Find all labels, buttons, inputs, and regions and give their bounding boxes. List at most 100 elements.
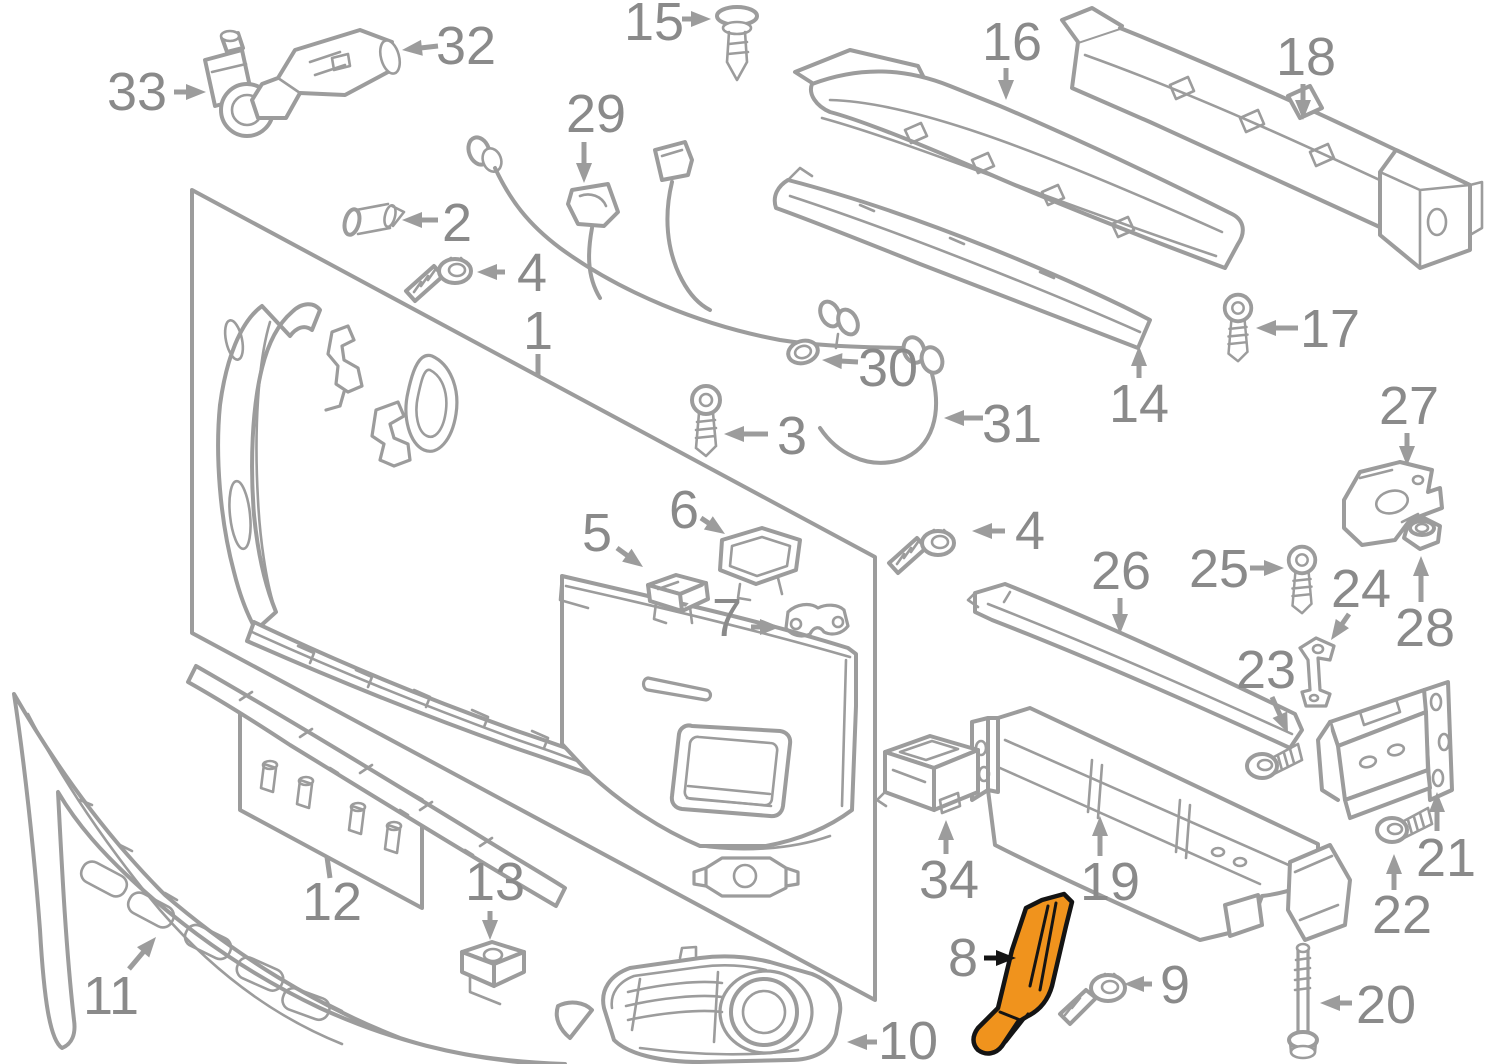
part-drawing-8-highlighted [971,891,1075,1056]
arrow-head-11 [136,937,156,958]
arrow-head-24 [1331,619,1349,640]
part-label-6: 6 [669,480,699,540]
part-label-15: 15 [624,0,684,52]
arrow-head-19 [1092,816,1108,836]
arrow-head-22 [1386,854,1402,874]
arrow-head-21 [1429,792,1445,812]
part-drawing-33 [203,29,275,138]
part-label-27: 27 [1379,376,1439,436]
arrow-head-3 [724,426,744,442]
part-label-28: 28 [1395,598,1455,658]
arrow-head-13 [482,920,498,940]
arrow-line-12 [324,856,333,879]
arrow-head-33 [186,84,206,100]
arrow-head-14 [1131,346,1147,366]
part-label-19: 19 [1080,852,1140,912]
part-label-17: 17 [1300,299,1360,359]
arrow-head-4b [972,523,992,539]
part-drawing-13 [460,940,526,1006]
part-label-3: 3 [777,406,807,466]
part-drawing-1-frame [190,188,877,1002]
part-drawing-4b [887,528,956,575]
part-label-30: 30 [858,338,918,398]
part-label-20: 20 [1356,975,1416,1035]
part-drawing-26 [966,582,1304,750]
part-drawing-1-bumper-cover [216,302,858,898]
part-label-13: 13 [465,852,525,912]
part-label-1: 1 [523,301,553,361]
part-drawing-25 [1286,544,1318,616]
arrow-head-27 [1399,446,1415,466]
part-drawing-23 [1245,742,1304,780]
part-label-8: 8 [948,928,978,988]
part-label-7: 7 [712,588,742,648]
part-drawing-20 [1287,942,1319,1060]
part-drawing-9 [1058,972,1127,1026]
part-drawing-16 [793,48,1245,270]
part-label-31: 31 [982,394,1042,454]
part-label-4b: 4 [1015,501,1045,561]
part-label-34: 34 [919,850,979,910]
arrow-head-2 [402,212,422,228]
arrow-head-28 [1413,556,1429,576]
arrow-head-34 [938,820,954,840]
arrow-head-15 [691,11,711,27]
part-drawing-32 [250,28,402,120]
part-label-33: 33 [107,62,167,122]
part-drawing-5 [646,573,710,625]
arrow-head-16 [998,80,1014,100]
part-drawing-27 [1342,460,1444,547]
part-label-22: 22 [1372,885,1432,945]
part-label-26: 26 [1091,541,1151,601]
part-label-29: 29 [566,84,626,144]
part-label-23: 23 [1236,640,1296,700]
arrow-head-17 [1256,320,1276,336]
arrow-head-10 [847,1034,867,1050]
part-drawing-4a [404,256,473,303]
part-label-32: 32 [436,16,496,76]
part-label-24: 24 [1331,559,1391,619]
arrow-head-18 [1295,100,1311,120]
part-label-18: 18 [1276,27,1336,87]
arrow-head-23 [1272,711,1288,733]
part-drawing-14 [772,166,1152,350]
part-label-14: 14 [1109,374,1169,434]
arrow-head-9 [1124,976,1144,992]
part-drawing-17 [1222,292,1254,364]
arrow-head-20 [1320,995,1340,1011]
part-drawing-6 [718,526,802,602]
arrow-head-30 [822,353,843,370]
arrow-head-31 [944,410,964,426]
arrow-head-8 [996,950,1016,966]
part-drawing-7 [784,602,850,638]
part-label-11: 11 [83,966,139,1026]
part-label-21: 21 [1416,828,1476,888]
part-drawing-34 [875,734,980,815]
arrow-head-25 [1264,560,1284,576]
part-label-10: 10 [878,1011,938,1064]
arrow-head-4a [477,264,497,280]
part-label-5: 5 [582,503,612,563]
part-drawing-24 [1298,636,1336,708]
part-label-12: 12 [302,872,362,932]
part-label-16: 16 [982,12,1042,72]
arrow-head-26 [1112,614,1128,634]
arrow-head-7 [760,619,780,635]
part-drawing-3 [690,384,722,458]
arrow-head-5 [622,548,643,567]
part-label-9: 9 [1160,955,1190,1015]
part-drawing-10 [554,945,843,1064]
part-drawing-11 [12,664,567,1064]
part-label-4a: 4 [517,243,547,303]
part-label-25: 25 [1189,539,1249,599]
part-drawing-18 [1060,6,1484,270]
part-drawing-2 [342,202,406,237]
part-label-2: 2 [442,193,472,253]
part-drawing-22 [1316,680,1454,820]
arrow-head-6 [703,516,725,534]
part-drawing-29-harness [466,135,945,465]
part-drawing-28 [1402,516,1442,551]
